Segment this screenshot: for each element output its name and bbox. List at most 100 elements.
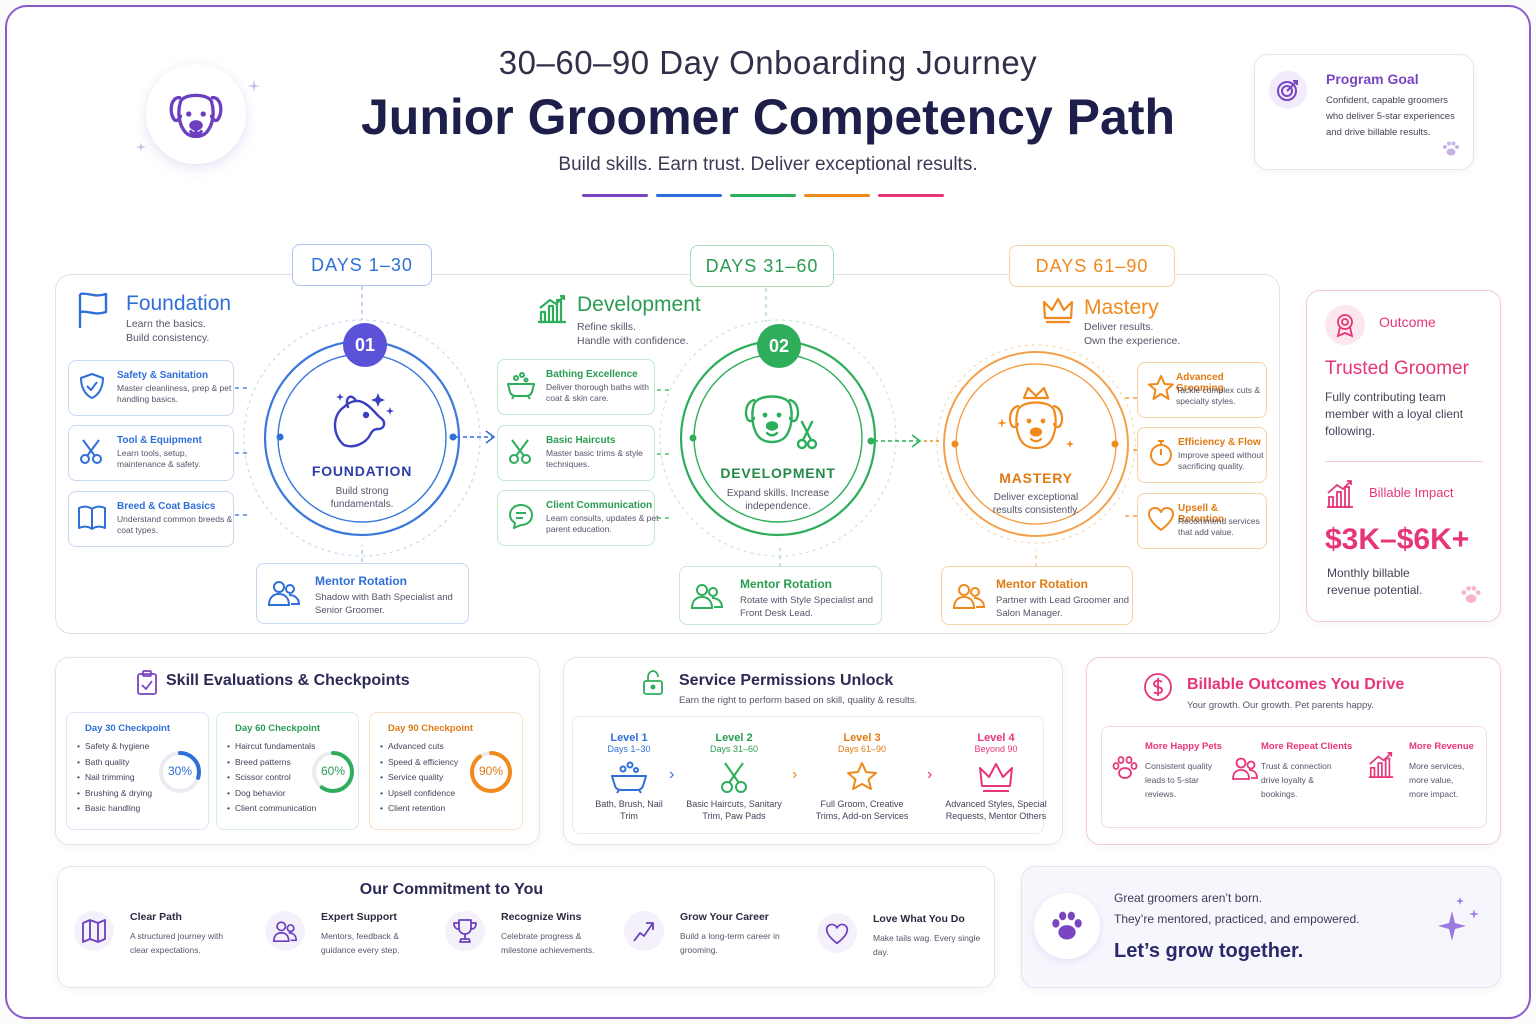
chart-icon — [1327, 480, 1353, 508]
people-icon — [952, 584, 986, 609]
checkpoint-title: Day 60 Checkpoint — [235, 723, 320, 734]
billable-item-desc: Consistent quality leads to 5-star revie… — [1145, 761, 1213, 799]
level-item: Level 4 Beyond 90 Advanced Styles, Speci… — [944, 732, 1048, 822]
checkpoint-card: Day 60 Checkpoint Haircut fundamentals B… — [216, 712, 359, 830]
trophy-icon — [445, 911, 485, 951]
level-days: Beyond 90 — [974, 744, 1018, 754]
skill-card: Tool & Equipment Learn tools, setup, mai… — [68, 425, 234, 481]
program-goal-desc: Confident, capable groomers who deliver … — [1326, 95, 1455, 138]
shield-check-icon — [80, 373, 104, 399]
level-title: Level 4 — [977, 732, 1015, 744]
chevron-right-icon: › — [792, 766, 798, 783]
skill-desc: Deliver thorough baths with coat & skin … — [546, 382, 650, 403]
level-desc: Advanced Styles, Special Requests, Mento… — [945, 799, 1047, 821]
list-item: Safety & hygiene — [77, 741, 152, 757]
circle-desc-3: Deliver exceptional results consistently… — [992, 492, 1080, 516]
circle-label-1: FOUNDATION — [311, 463, 413, 479]
bathtub-icon — [507, 372, 535, 400]
skill-card: Safety & Sanitation Master cleanliness, … — [68, 360, 234, 416]
days-badge-2: DAYS 31–60 — [690, 245, 834, 287]
days-badge-1: DAYS 1–30 — [292, 244, 432, 286]
skill-card: Upsell & Retention Recommend services th… — [1137, 493, 1267, 549]
level-title: Level 1 — [610, 732, 648, 744]
crown-icon — [979, 763, 1013, 792]
skill-desc: Master basic trims & style techniques. — [546, 448, 643, 469]
sparkle-icon — [248, 80, 260, 92]
chevron-right-icon: › — [927, 766, 933, 783]
commitment-title: Our Commitment to You — [359, 881, 544, 898]
list-item: Breed patterns — [227, 757, 316, 773]
checkpoint-list: Haircut fundamentals Breed patterns Scis… — [227, 741, 316, 819]
commitment-card: Our Commitment to You Clear Path A struc… — [57, 866, 995, 988]
list-item: Speed & efficiency — [380, 757, 458, 773]
skill-card: Breed & Coat Basics Understand common br… — [68, 491, 234, 547]
level-desc: Basic Haircuts, Sanitary Trim, Paw Pads — [686, 799, 782, 821]
people-icon — [267, 581, 301, 606]
level-days: Days 61–90 — [837, 744, 887, 754]
closing-line-2: They’re mentored, practiced, and empower… — [1114, 912, 1360, 926]
dog-crown-icon — [997, 386, 1074, 450]
phase-desc-2a: Refine skills. — [577, 321, 636, 333]
commitment-item-desc: Celebrate progress & milestone achieveme… — [501, 931, 595, 955]
progress-percent: 60% — [320, 764, 346, 778]
closing-card: Great groomers aren’t born. They’re ment… — [1021, 866, 1501, 988]
outcome-desc: Fully contributing team member with a lo… — [1325, 390, 1464, 438]
levels-row — [572, 716, 1044, 834]
billable-outcomes-card: Billable Outcomes You Drive Your growth.… — [1086, 657, 1501, 845]
circle-desc-2: Expand skills. Increase independence. — [726, 488, 830, 512]
paw-icon — [1461, 586, 1481, 603]
chart-icon — [1368, 752, 1394, 778]
heart-icon — [817, 913, 857, 953]
skill-card: Efficiency & Flow Improve speed without … — [1137, 427, 1267, 483]
target-icon — [1269, 71, 1307, 109]
impact-label: Billable Impact — [1369, 485, 1454, 500]
sparkle-icon — [1438, 897, 1479, 941]
phase-title-2: Development — [577, 293, 701, 316]
arrow-up-icon — [624, 911, 664, 951]
program-goal-card: Program Goal Confident, capable groomers… — [1254, 54, 1474, 170]
circle-label-2: DEVELOPMENT — [720, 465, 836, 481]
billable-row — [1101, 726, 1487, 828]
dog-logo — [146, 64, 246, 164]
skill-title: Safety & Sanitation — [117, 370, 209, 381]
skill-title: Client Communication — [546, 500, 653, 511]
skill-card: Basic Haircuts Master basic trims & styl… — [497, 425, 655, 481]
days-badge-3: DAYS 61–90 — [1009, 245, 1175, 287]
book-icon — [78, 505, 106, 530]
skill-title: Basic Haircuts — [546, 435, 616, 446]
award-icon — [1325, 305, 1365, 345]
billable-item-title: More Revenue — [1409, 741, 1474, 752]
commitment-item-desc: A structured journey with clear expectat… — [130, 931, 224, 955]
skill-desc: Understand common breeds & coat types. — [117, 514, 233, 535]
dog-head-icon — [333, 393, 394, 448]
people-icon — [1232, 757, 1258, 780]
progress-percent: 30% — [167, 764, 193, 778]
closing-line-3: Let’s grow together. — [1114, 940, 1304, 962]
people-icon — [265, 911, 305, 951]
billable-item-title: More Repeat Clients — [1261, 741, 1353, 752]
crown-icon — [1042, 297, 1074, 324]
skill-desc: Recommend services that add value. — [1178, 516, 1260, 537]
page-tagline: Build skills. Earn trust. Deliver except… — [558, 154, 978, 175]
level-title: Level 2 — [715, 732, 753, 744]
dollar-icon — [1144, 673, 1172, 701]
permissions-card: Service Permissions Unlock Earn the righ… — [563, 657, 1063, 845]
skill-card: Advanced Grooming Tackle complex cuts & … — [1137, 362, 1267, 418]
commitment-item-title: Grow Your Career — [680, 911, 769, 923]
billable-item-title: More Happy Pets — [1145, 741, 1223, 752]
skill-title: Tool & Equipment — [117, 435, 202, 446]
progress-ring — [312, 751, 354, 793]
checkpoint-list: Safety & hygiene Bath quality Nail trimm… — [77, 741, 152, 819]
progress-ring-fill — [159, 751, 201, 793]
dog-face-icon — [169, 93, 223, 139]
progress-ring-fill — [312, 751, 354, 793]
level-item: Level 2 Days 31–60 Basic Haircuts, Sanit… — [684, 732, 784, 822]
paw-icon — [1112, 756, 1138, 779]
clipboard-check-icon — [137, 670, 157, 695]
billable-subtitle: Your growth. Our growth. Pet parents hap… — [1187, 700, 1374, 711]
level-title: Level 3 — [843, 732, 881, 744]
dog-scissors-icon — [744, 395, 818, 450]
circle-desc-1: Build strong fundamentals. — [330, 486, 394, 510]
progress-ring — [159, 751, 201, 793]
